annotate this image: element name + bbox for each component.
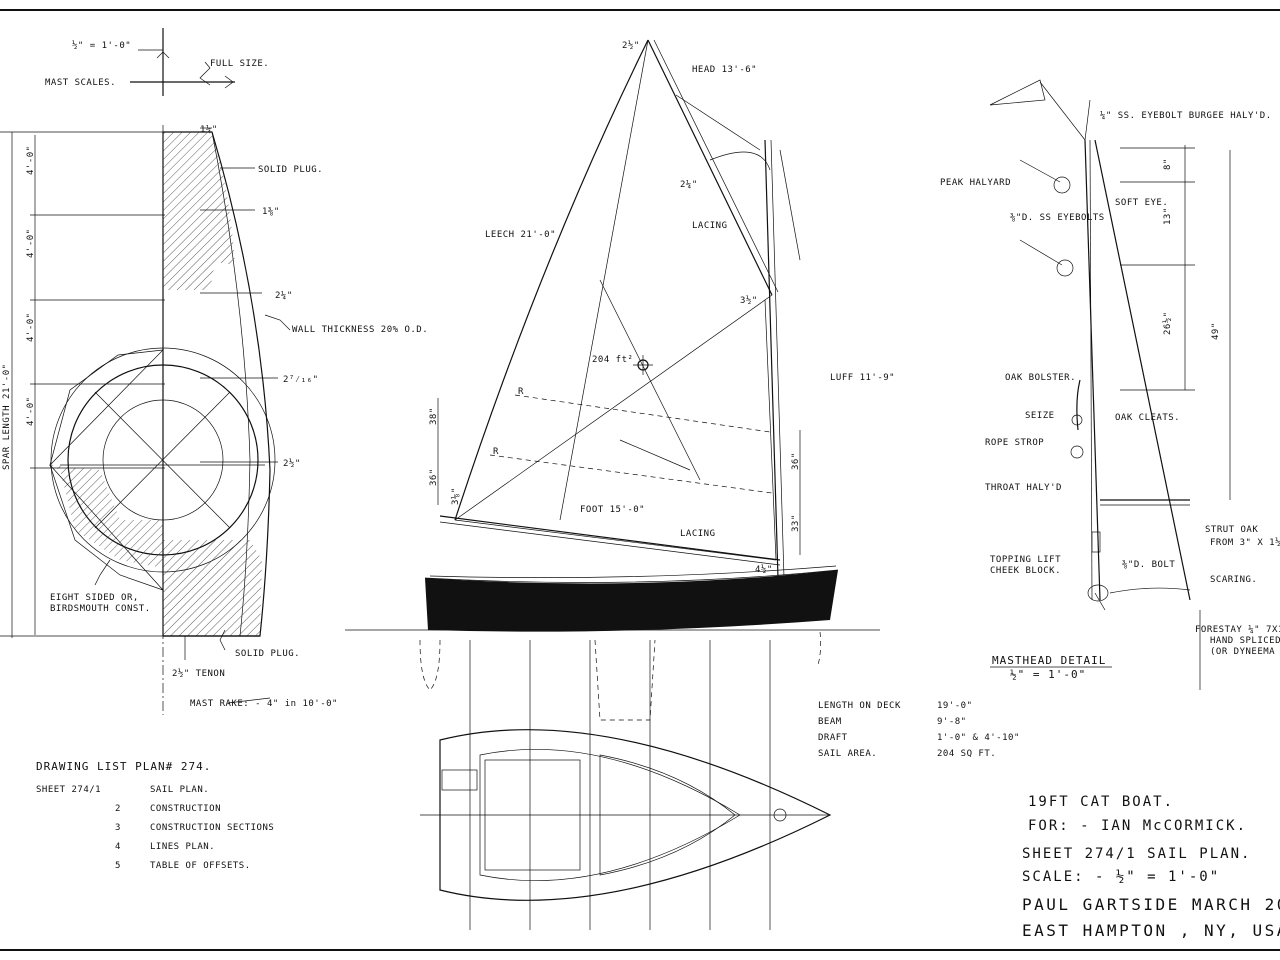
reef-dim3: 36" <box>791 452 801 470</box>
title-location: EAST HAMPTON , NY, USA <box>1022 921 1280 940</box>
sheet-border <box>0 9 1280 951</box>
title-scale: SCALE: - ½" = 1'-0" <box>1022 869 1220 885</box>
boom-dim-label: 3⅛" <box>451 487 461 505</box>
luff-label: LUFF 11'-9" <box>830 373 895 383</box>
reef-dim1: 38" <box>429 407 439 425</box>
particular-label-0: LENGTH ON DECK <box>818 701 901 711</box>
lacing-upper-label: LACING <box>692 221 728 231</box>
mast-scale-full: FULL SIZE. <box>210 59 269 69</box>
drawing-list-num-3: 3 <box>115 823 121 833</box>
reef-r1: R <box>518 387 524 397</box>
particular-value-1: 9'-8" <box>937 717 967 727</box>
eight-sided-label: EIGHT SIDED OR, <box>50 593 139 603</box>
mast-dim-label: 3½" <box>740 295 758 306</box>
particular-label-3: SAIL AREA. <box>818 749 877 759</box>
bolt-label: ⅜"D. BOLT <box>1122 560 1175 570</box>
wall-thickness-label: WALL THICKNESS 20% O.D. <box>292 325 428 335</box>
solid-plug-bottom-label: SOLID PLUG. <box>235 649 300 659</box>
mast-dim-top: 1¼" <box>200 125 218 135</box>
title-block: 19FT CAT BOAT. FOR: - IAN McCORMICK. SHE… <box>1022 794 1280 940</box>
tenon-label: 2½" TENON <box>172 668 225 679</box>
head-label: HEAD 13'-6" <box>692 65 757 75</box>
masthead-drawing <box>989 79 1231 690</box>
dim-13-label: 13" <box>1163 207 1173 225</box>
dim-49-label: 49" <box>1211 322 1221 340</box>
reef-dim4: 33" <box>791 514 801 532</box>
forestay-line1: FORESTAY ¼" 7X19 <box>1195 625 1280 635</box>
dim-8-label: 8" <box>1163 158 1173 170</box>
seize-label: SEIZE <box>1025 411 1055 421</box>
oak-bolster-label: OAK BOLSTER. <box>1005 373 1076 383</box>
particulars-table: LENGTH ON DECK 19'-0" BEAM 9'-8" DRAFT 1… <box>818 701 1020 759</box>
dim-26-label: 26½" <box>1162 311 1173 335</box>
mast-seg-1: 4'-0" <box>26 145 36 175</box>
sail-plan-labels: 2½" HEAD 13'-6" 2¼" LACING LEECH 21'-0" … <box>429 40 895 575</box>
masthead-scale: ½" = 1'-0" <box>1010 668 1086 681</box>
mast-seg-2: 4'-0" <box>26 228 36 258</box>
spar-length-label: SPAR LENGTH 21'-0" <box>2 363 12 470</box>
mast-seg-4: 4'-0" <box>26 396 36 426</box>
oak-cleats-label: OAK CLEATS. <box>1115 413 1180 423</box>
leech-label: LEECH 21'-0" <box>485 230 556 240</box>
solid-plug-top-label: SOLID PLUG. <box>258 165 323 175</box>
birdsmouth-label: BIRDSMOUTH CONST. <box>50 604 151 614</box>
drawing-list-item-4: LINES PLAN. <box>150 842 215 852</box>
mast-rake-label: MAST RAKE: - 4" in 10'-0" <box>190 699 338 709</box>
peak-halyard-label: PEAK HALYARD <box>940 178 1011 188</box>
mast-dim-2: 1⅜" <box>262 207 280 217</box>
cheek-block-label: CHEEK BLOCK. <box>990 566 1061 576</box>
masthead-title: MASTHEAD DETAIL <box>992 654 1106 667</box>
particular-value-2: 1'-0" & 4'-10" <box>937 733 1020 743</box>
rope-strop-label: ROPE STROP <box>985 438 1044 448</box>
drawing-list-item-3: CONSTRUCTION SECTIONS <box>150 823 274 833</box>
title-sheet: SHEET 274/1 SAIL PLAN. <box>1022 846 1251 862</box>
title-designer: PAUL GARTSIDE MARCH 2023 <box>1022 895 1280 914</box>
topping-lift-label: TOPPING LIFT <box>990 555 1061 565</box>
drawing-list: DRAWING LIST PLAN# 274. SHEET 274/1 SAIL… <box>36 760 274 871</box>
drawing-list-num-4: 4 <box>115 842 121 852</box>
particular-label-1: BEAM <box>818 717 842 727</box>
scarf-label: SCARING. <box>1210 575 1257 585</box>
gaff-dim2-label: 2¼" <box>680 180 698 190</box>
reef-r2: R <box>493 447 499 457</box>
mast-dim-3: 2¼" <box>275 291 293 301</box>
drawing-list-sheet: SHEET 274/1 <box>36 785 101 795</box>
drawing-list-num-2: 2 <box>115 804 121 814</box>
mast-dim-4: 2⁷⁄₁₆" <box>283 375 319 385</box>
strut-label: STRUT OAK <box>1205 525 1258 535</box>
throat-halyard-label: THROAT HALY'D <box>985 483 1062 493</box>
mast-base-label: 4½" <box>755 564 773 575</box>
drawing-list-item-2: CONSTRUCTION <box>150 804 221 814</box>
sail-area-mark: 204 ft² <box>592 355 633 365</box>
drawing-list-num-5: 5 <box>115 861 121 871</box>
forestay-line2: HAND SPLICED E <box>1210 636 1280 646</box>
sail-plan-drawing <box>345 39 880 930</box>
strut-size-label: FROM 3" X 1½" <box>1210 537 1280 548</box>
title-boat: 19FT CAT BOAT. <box>1028 794 1174 810</box>
soft-eye-label: SOFT EYE. <box>1115 198 1168 208</box>
foot-label: FOOT 15'-0" <box>580 505 645 515</box>
drawing-list-item-1: SAIL PLAN. <box>150 785 209 795</box>
reef-dim2: 36" <box>429 468 439 486</box>
mast-scales-drawing <box>0 28 291 715</box>
title-client: FOR: - IAN McCORMICK. <box>1028 818 1247 834</box>
eyebolts-label: ⅜"D. SS EYEBOLTS <box>1010 213 1105 223</box>
masthead-labels: ¼" SS. EYEBOLT BURGEE HALY'D. PEAK HALYA… <box>940 111 1280 681</box>
mast-scales-labels: ½" = 1'-0" FULL SIZE. MAST SCALES. 1¼" S… <box>2 40 428 709</box>
eyebolt-label: ¼" SS. EYEBOLT BURGEE HALY'D. <box>1100 111 1272 121</box>
drawing-list-item-5: TABLE OF OFFSETS. <box>150 861 251 871</box>
particular-value-0: 19'-0" <box>937 701 973 711</box>
mast-scale-half: ½" = 1'-0" <box>72 40 131 51</box>
drawing-list-title: DRAWING LIST PLAN# 274. <box>36 760 211 773</box>
mast-seg-3: 4'-0" <box>26 312 36 342</box>
particular-label-2: DRAFT <box>818 733 848 743</box>
particular-value-3: 204 SQ FT. <box>937 749 996 759</box>
forestay-line3: (OR DYNEEMA <box>1210 647 1275 657</box>
mast-scales-title: MAST SCALES. <box>45 78 116 88</box>
gaff-dim-label: 2½" <box>622 40 640 51</box>
mast-dim-5: 2½" <box>283 458 301 469</box>
lacing-lower-label: LACING <box>680 529 716 539</box>
